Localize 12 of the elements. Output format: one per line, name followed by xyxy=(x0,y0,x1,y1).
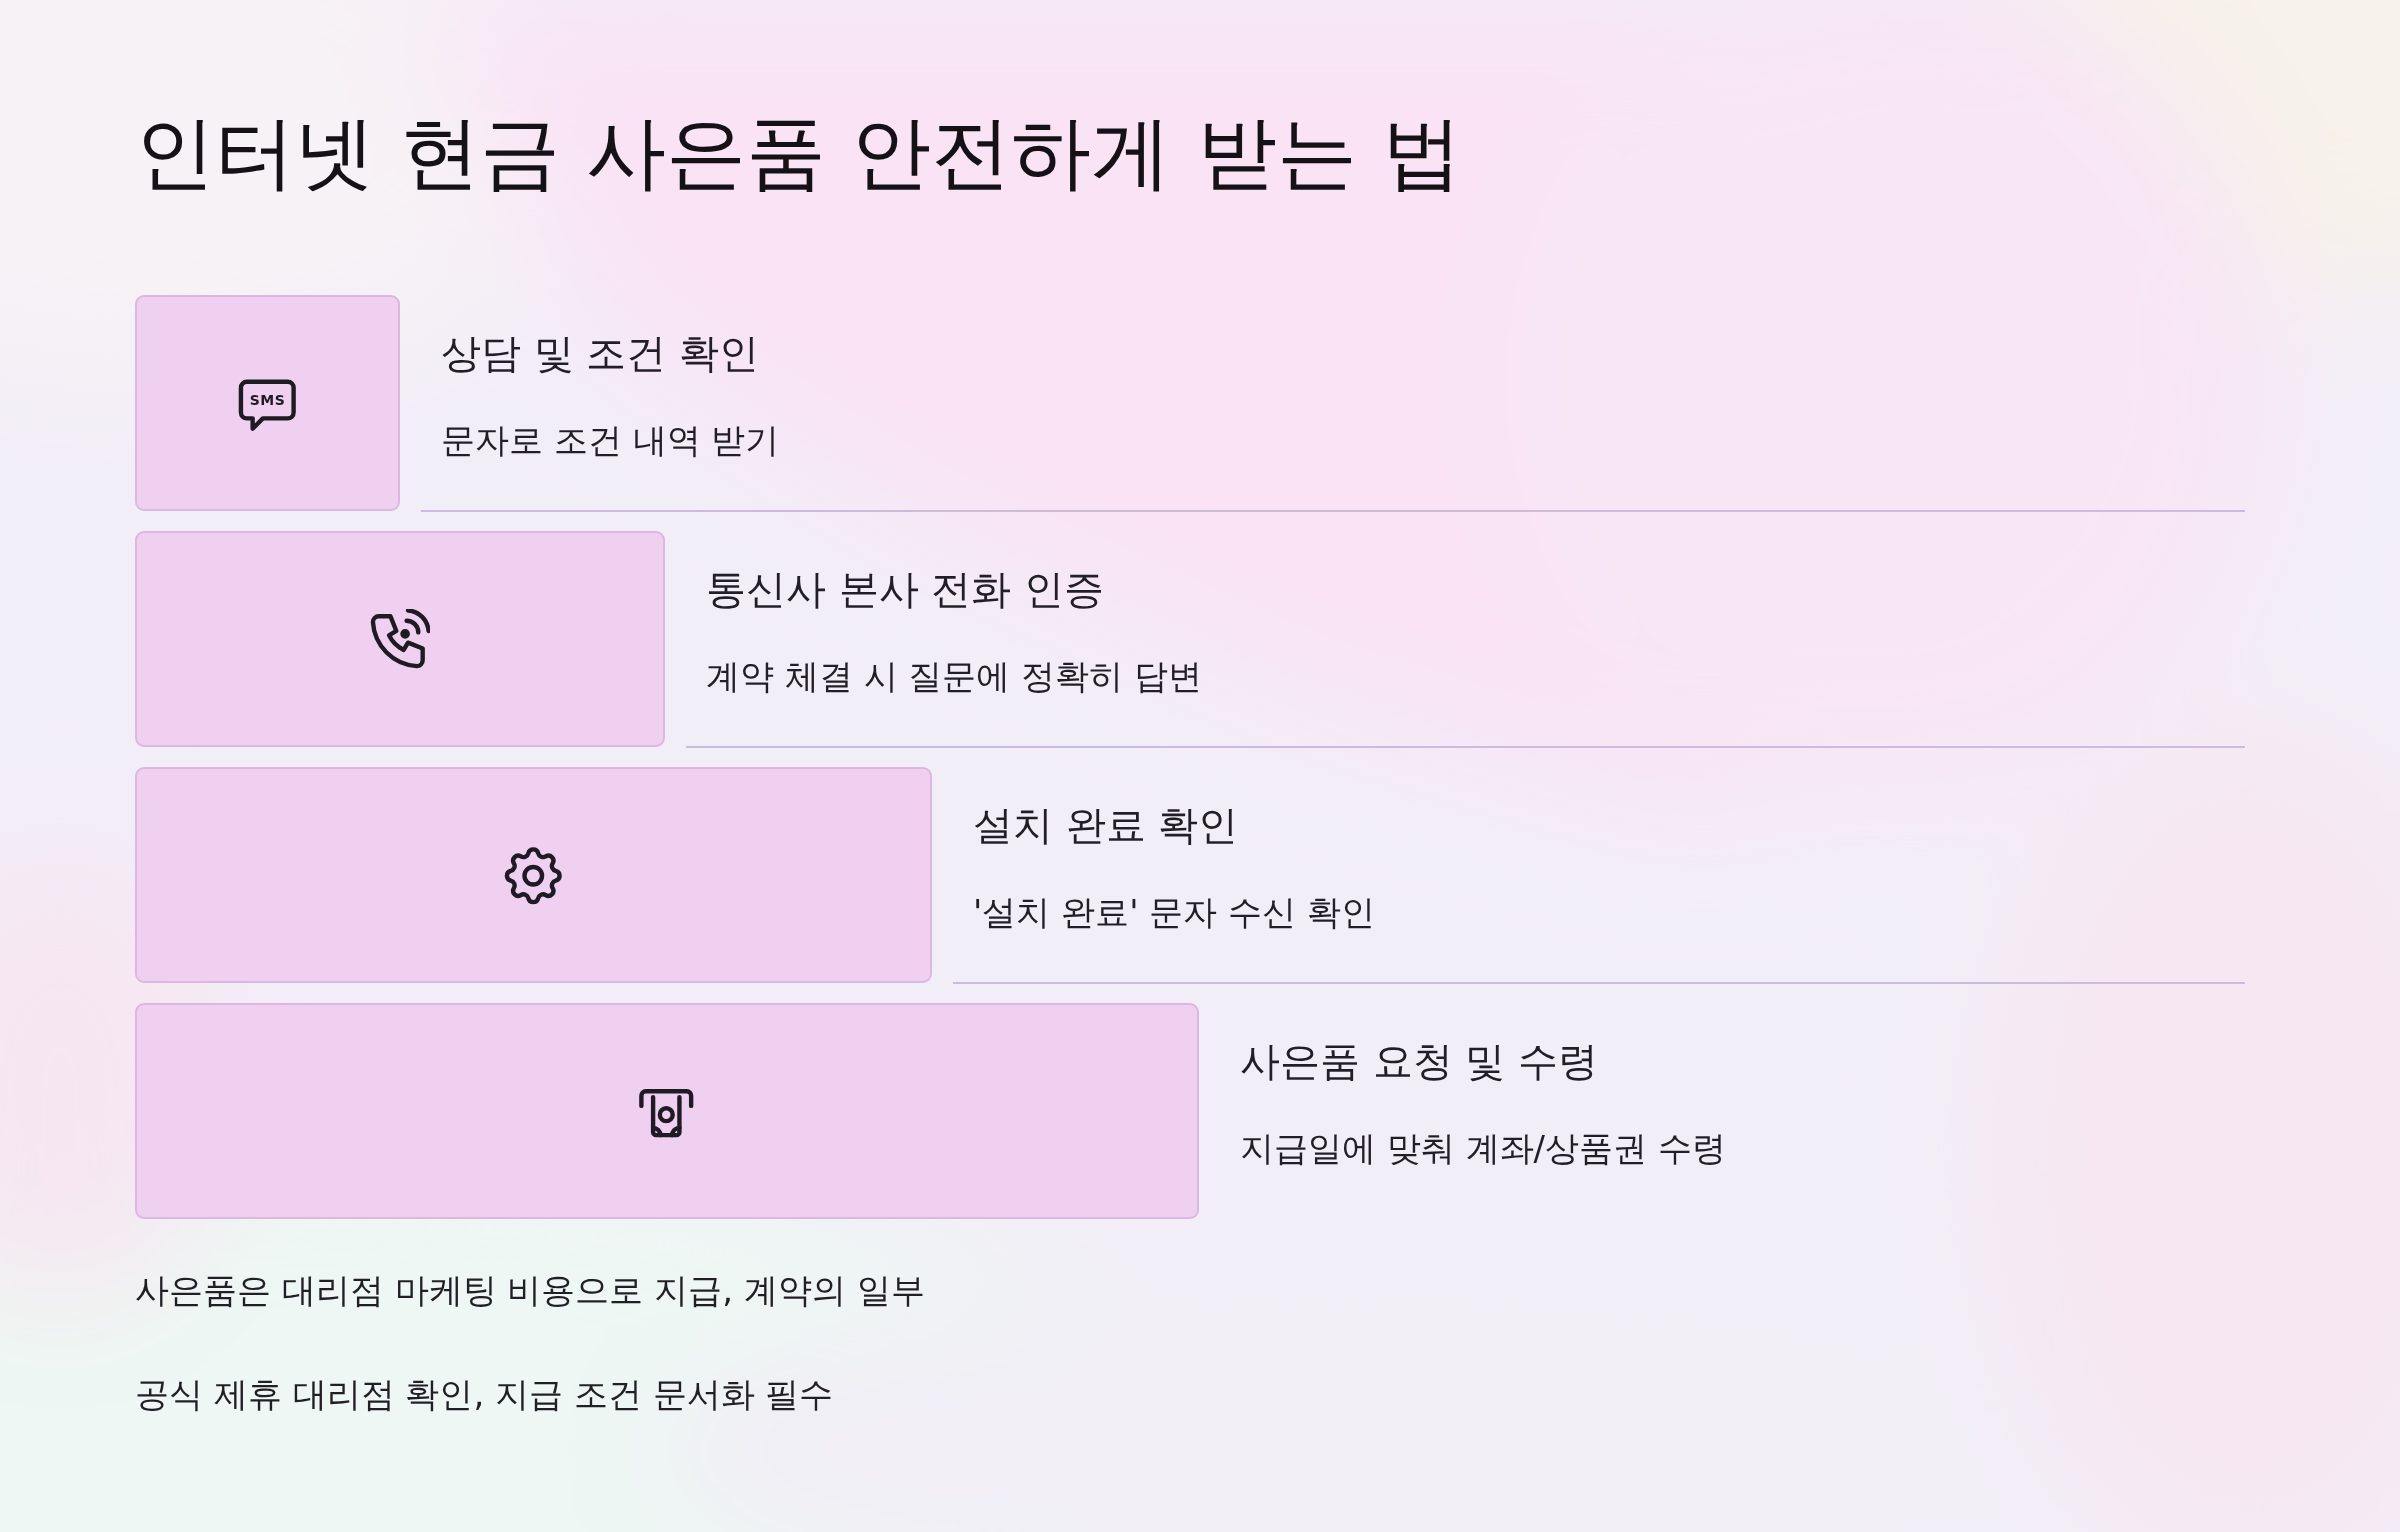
title: 인터넷 현금 사은품 안전하게 받는 법 xyxy=(135,105,1463,201)
step-heading: 통신사 본사 전화 인증 xyxy=(706,565,1105,613)
note-text: 공식 제휴 대리점 확인, 지급 조건 문서화 필수 xyxy=(135,1373,834,1415)
step-description: 지급일에 맞춰 계좌/상품권 수령 xyxy=(1240,1127,1726,1169)
note-text: 사은품은 대리점 마케팅 비용으로 지급, 계약의 일부 xyxy=(135,1269,925,1311)
step-heading: 사은품 요청 및 수령 xyxy=(1240,1037,1599,1085)
step-description: 문자로 조건 내역 받기 xyxy=(441,419,780,461)
step-description: 계약 체결 시 질문에 정확히 답변 xyxy=(706,655,1203,697)
step-description: '설치 완료' 문자 수신 확인 xyxy=(973,891,1375,933)
icon-label: SMS xyxy=(248,392,287,409)
step-heading: 설치 완료 확인 xyxy=(973,801,1239,849)
step-heading: 상담 및 조건 확인 xyxy=(441,329,760,377)
